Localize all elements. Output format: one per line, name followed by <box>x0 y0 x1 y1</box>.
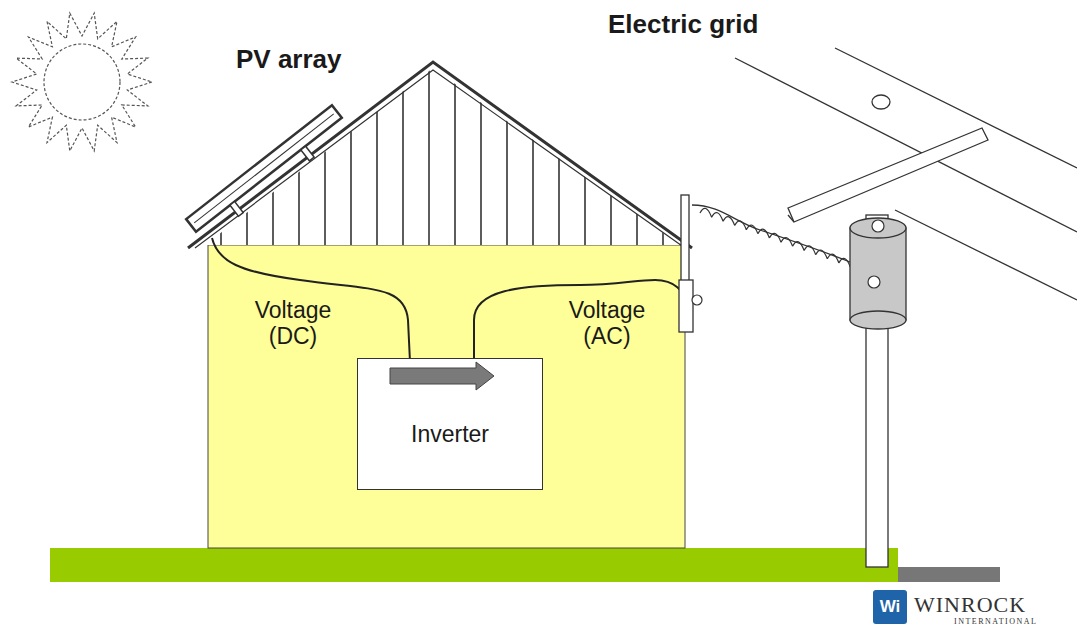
roof-edge <box>188 62 692 248</box>
sun <box>12 13 152 151</box>
house-wall <box>208 245 685 548</box>
service-drop-twist <box>700 208 862 271</box>
ac-wire <box>474 280 682 362</box>
component-label: Electric grid <box>608 9 758 40</box>
flow-arrow <box>358 359 526 399</box>
pavement <box>898 567 1000 582</box>
voltage-label: Voltage (AC) <box>547 297 667 350</box>
voltage-label: Voltage (DC) <box>233 297 353 350</box>
meter-dial <box>692 295 702 305</box>
dc-wire <box>212 238 410 362</box>
electric-meter <box>679 280 693 332</box>
crossarm <box>788 128 988 222</box>
pv-panel <box>186 105 350 243</box>
component-label: PV array <box>236 44 342 75</box>
transformer <box>850 218 906 329</box>
logo-mark <box>873 590 907 624</box>
inverter-box: Inverter <box>357 358 543 490</box>
ground <box>50 548 898 582</box>
logo-name: WINROCK <box>914 592 1026 618</box>
logo-subtitle: INTERNATIONAL <box>954 617 1038 626</box>
insulator <box>872 95 890 109</box>
logo-initials: Wi <box>880 597 901 617</box>
node-label: Inverter <box>358 421 542 448</box>
